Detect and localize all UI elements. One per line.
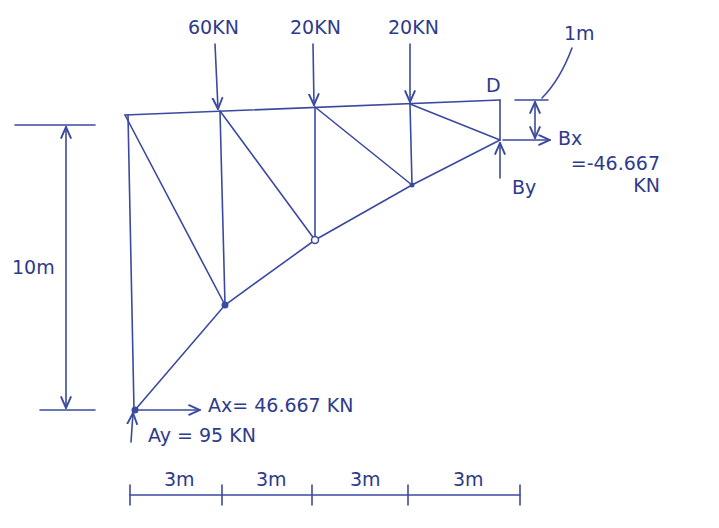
joint-dot — [410, 183, 415, 188]
joint-dot — [312, 237, 319, 244]
dimension-line — [534, 102, 536, 138]
dimension-tick — [15, 124, 95, 126]
load-label: 60KN — [186, 16, 241, 38]
load-arrow — [215, 44, 218, 109]
top-chord — [125, 100, 500, 115]
dimension-label: 3m — [451, 468, 486, 490]
reaction-label: Bx — [556, 127, 584, 149]
truss-member — [410, 104, 500, 140]
reaction-value: =-46.667 KN — [558, 152, 662, 196]
reaction-label: Ay = 95 KN — [146, 424, 258, 446]
dimension-line — [65, 127, 67, 408]
truss-member — [128, 115, 134, 410]
dimension-tick — [515, 99, 548, 101]
truss-member — [125, 115, 225, 305]
joint-dot — [132, 407, 139, 414]
load-label: 20KN — [288, 16, 343, 38]
dimension-label: 3m — [162, 468, 197, 490]
reaction-label: By — [510, 176, 538, 198]
dimension-label: 3m — [348, 468, 383, 490]
truss-member — [220, 111, 225, 305]
dimension-label: 10m — [10, 256, 57, 278]
dimension-label: 3m — [254, 468, 289, 490]
reaction-arrow — [499, 143, 501, 178]
truss-member — [314, 107, 316, 240]
dimension-tick — [129, 485, 131, 505]
truss-member — [220, 111, 315, 240]
dimension-tick — [311, 485, 313, 505]
dimension-tick — [221, 485, 223, 505]
joint-label: D — [484, 74, 503, 96]
truss-member — [499, 100, 501, 140]
truss-member — [315, 107, 412, 185]
load-arrow — [313, 44, 314, 105]
dimension-tick — [407, 485, 409, 505]
dimension-tick — [519, 485, 521, 505]
reaction-arrow — [503, 139, 550, 141]
reaction-label: Ax= 46.667 KN — [206, 394, 355, 416]
reaction-arrow — [131, 413, 133, 442]
joint-dot — [222, 302, 229, 309]
dimension-label: 1m — [562, 22, 597, 44]
load-arrow — [409, 44, 411, 102]
reaction-arrow — [138, 409, 200, 411]
dimension-line — [130, 494, 520, 496]
leader-line — [542, 48, 572, 98]
bottom-chord — [135, 140, 500, 410]
load-label: 20KN — [386, 16, 441, 38]
dimension-tick — [40, 409, 95, 411]
truss-member — [410, 104, 412, 185]
